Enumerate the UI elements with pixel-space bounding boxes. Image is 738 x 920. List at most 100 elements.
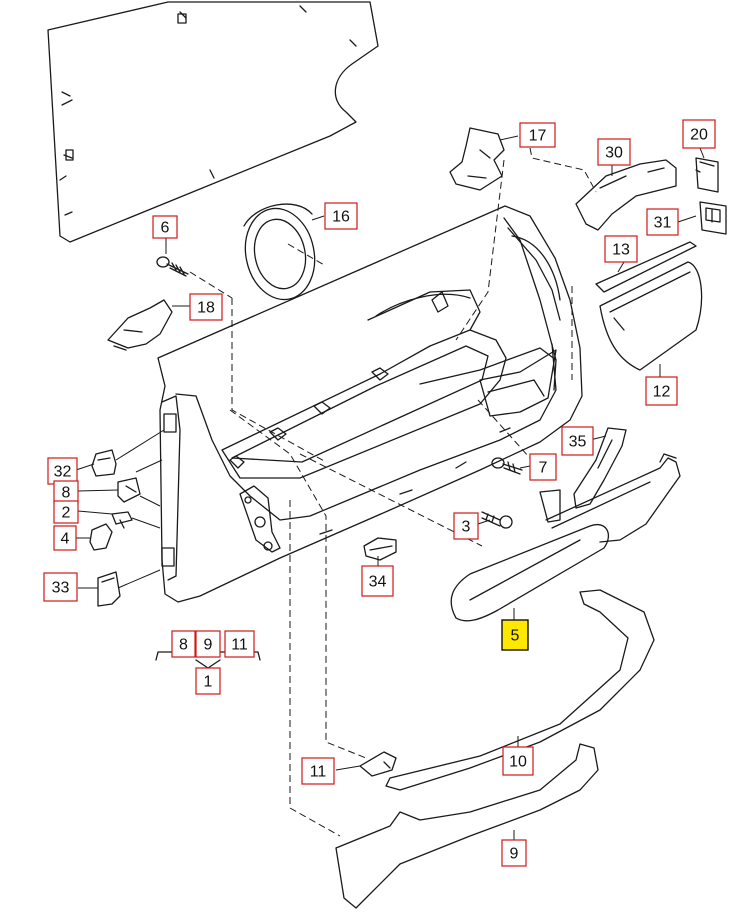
callout-c1: 1 [195, 667, 221, 695]
clip-11 [359, 751, 397, 777]
callout-box [645, 376, 678, 406]
callout-box [53, 500, 79, 524]
door-trim-panel [157, 205, 583, 603]
callout-number: 11 [310, 764, 327, 781]
part-34 [363, 537, 397, 561]
callout-number: 31 [654, 215, 672, 232]
callout-c9a: 9 [195, 630, 221, 658]
callout-c4: 4 [53, 525, 77, 551]
callout-c3: 3 [453, 512, 479, 540]
callout-c11a: 11 [224, 630, 255, 658]
callout-box [195, 630, 221, 658]
bracket-17 [449, 127, 505, 191]
callout-box [502, 746, 534, 776]
callout-box [682, 119, 716, 149]
part-8 [117, 477, 141, 503]
callout-c9b: 9 [501, 839, 527, 867]
callout-c8a: 8 [53, 480, 79, 504]
callout-c2: 2 [53, 500, 79, 524]
watershield-panel [47, 1, 379, 243]
callout-c5: 5 [501, 619, 529, 651]
part-4 [89, 523, 113, 551]
callout-number: 18 [197, 300, 215, 317]
callout-c6: 6 [152, 215, 178, 239]
callout-number: 16 [332, 209, 350, 226]
callout-number: 35 [569, 434, 587, 451]
bracket-35 [539, 427, 627, 523]
callout-number: 33 [52, 580, 70, 597]
callout-number: 12 [653, 384, 671, 401]
callout-box [604, 235, 638, 263]
callout-number: 6 [161, 220, 170, 237]
callout-box [301, 757, 335, 785]
callout-c16: 16 [324, 202, 358, 230]
callout-c31: 31 [646, 208, 679, 236]
part-33 [97, 571, 121, 607]
part-2 [111, 511, 133, 529]
handle-30 [575, 159, 677, 231]
callout-box [597, 138, 631, 166]
callout-c20: 20 [682, 119, 716, 149]
clip-18 [107, 299, 173, 351]
callout-c33: 33 [43, 572, 78, 602]
callout-c34: 34 [361, 565, 394, 597]
callout-c7: 7 [529, 453, 557, 481]
screw-6 [156, 256, 189, 277]
pocket-12 [599, 261, 703, 371]
callout-box [519, 122, 556, 148]
callout-number: 9 [204, 637, 213, 654]
callout-box [453, 512, 479, 540]
callout-number: 5 [511, 628, 520, 645]
callout-number: 13 [612, 242, 630, 259]
callout-c8b: 8 [171, 630, 196, 658]
callout-number: 1 [204, 674, 213, 691]
callout-c30: 30 [597, 138, 631, 166]
callout-number: 2 [62, 505, 71, 522]
callout-c10: 10 [502, 746, 534, 776]
callout-c12: 12 [645, 376, 678, 406]
callout-box [324, 202, 358, 230]
part-32 [91, 449, 117, 477]
callout-box [529, 453, 557, 481]
callout-c13: 13 [604, 235, 638, 263]
switch-20 [695, 157, 719, 193]
callout-number: 30 [605, 145, 623, 162]
callout-number: 3 [462, 519, 471, 536]
callout-box [561, 426, 594, 456]
screw-3 [481, 511, 513, 529]
callout-number: 34 [369, 574, 387, 591]
callout-box [361, 565, 394, 597]
lower-trim-9 [335, 743, 599, 909]
callout-box [171, 630, 196, 658]
callout-number: 8 [62, 485, 71, 502]
armrest-5 [450, 523, 609, 622]
callout-box [195, 667, 221, 695]
trim-strip-10 [385, 589, 655, 791]
callout-box [224, 630, 255, 658]
screw-7 [491, 457, 523, 475]
speaker-cover [243, 203, 316, 301]
callout-box [501, 619, 529, 651]
callout-number: 7 [539, 460, 548, 477]
callout-c18: 18 [189, 293, 223, 321]
callout-c32: 32 [47, 457, 78, 485]
callout-number: 9 [510, 846, 519, 863]
callout-number: 32 [54, 464, 72, 481]
strip-13 [595, 241, 697, 293]
callout-number: 4 [61, 531, 70, 548]
callout-number: 11 [231, 637, 248, 654]
callout-number: 20 [690, 127, 708, 144]
callout-c17: 17 [519, 122, 556, 148]
callout-number: 8 [179, 637, 188, 654]
callout-box [43, 572, 78, 602]
callout-box [501, 839, 527, 867]
callout-box [53, 525, 77, 551]
switch-31 [699, 201, 727, 235]
callout-number: 17 [529, 128, 547, 145]
callout-box [646, 208, 679, 236]
callout-box [189, 293, 223, 321]
callout-number: 10 [509, 754, 527, 771]
